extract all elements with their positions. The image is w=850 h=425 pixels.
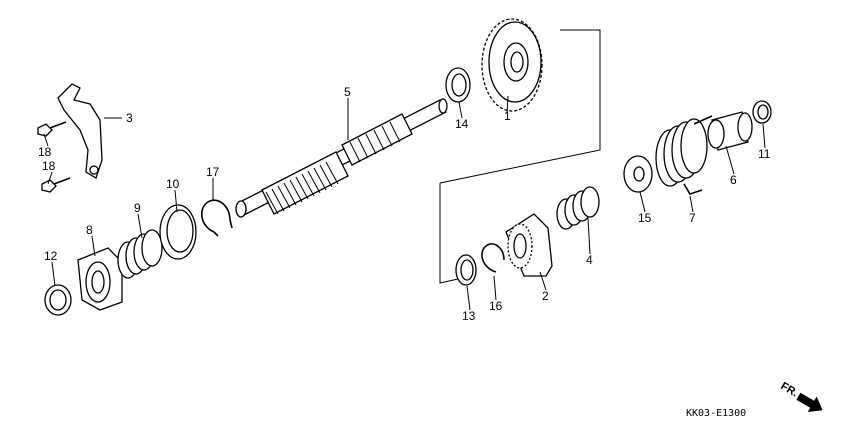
callout-9: 9 xyxy=(134,201,141,215)
kick-arm xyxy=(57,83,103,179)
circlip-17 xyxy=(201,199,233,237)
callout-18-upper: 18 xyxy=(38,145,52,159)
washer-11 xyxy=(752,100,772,124)
callout-6: 6 xyxy=(730,173,737,187)
bolt-18-lower xyxy=(41,177,71,193)
callout-8: 8 xyxy=(86,223,93,237)
return-spring-7 xyxy=(655,115,713,195)
spring-4 xyxy=(556,186,600,230)
callout-1: 1 xyxy=(504,109,511,123)
drive-gear xyxy=(481,18,543,112)
callout-17: 17 xyxy=(206,165,220,179)
callout-3: 3 xyxy=(126,111,133,125)
callout-4: 4 xyxy=(586,253,593,267)
diagram-code: KK03-E1300 xyxy=(686,408,746,419)
callout-11: 11 xyxy=(758,147,771,161)
washer-10 xyxy=(159,204,197,260)
washer-12 xyxy=(44,284,72,316)
ratchet-8 xyxy=(77,247,123,311)
front-direction-label: FR. xyxy=(779,380,800,399)
front-arrow-icon xyxy=(796,392,823,413)
callout-14: 14 xyxy=(455,117,469,131)
main-shaft xyxy=(235,98,448,218)
spindle-pinion xyxy=(505,213,553,277)
callout-15: 15 xyxy=(638,211,652,225)
callout-18-lower: 18 xyxy=(42,159,56,173)
front-direction-indicator: FR. xyxy=(779,380,823,413)
bolt-18-upper xyxy=(37,121,67,137)
callout-labels: 1 2 3 4 5 6 7 8 9 10 11 12 13 14 15 16 1… xyxy=(38,85,771,323)
subassembly-frame xyxy=(439,29,601,284)
spring-guide-6 xyxy=(707,111,753,151)
callout-7: 7 xyxy=(689,211,696,225)
callout-13: 13 xyxy=(462,309,476,323)
washer-15 xyxy=(623,155,653,193)
callout-5: 5 xyxy=(344,85,351,99)
leader-lines xyxy=(43,95,766,311)
spring-9 xyxy=(117,229,163,279)
circlip-16 xyxy=(481,243,505,273)
washer-13 xyxy=(455,254,477,286)
callout-16: 16 xyxy=(489,299,503,313)
thrust-washer-14 xyxy=(445,67,471,103)
callout-2: 2 xyxy=(542,289,549,303)
callout-10: 10 xyxy=(166,177,180,191)
callout-12: 12 xyxy=(44,249,58,263)
